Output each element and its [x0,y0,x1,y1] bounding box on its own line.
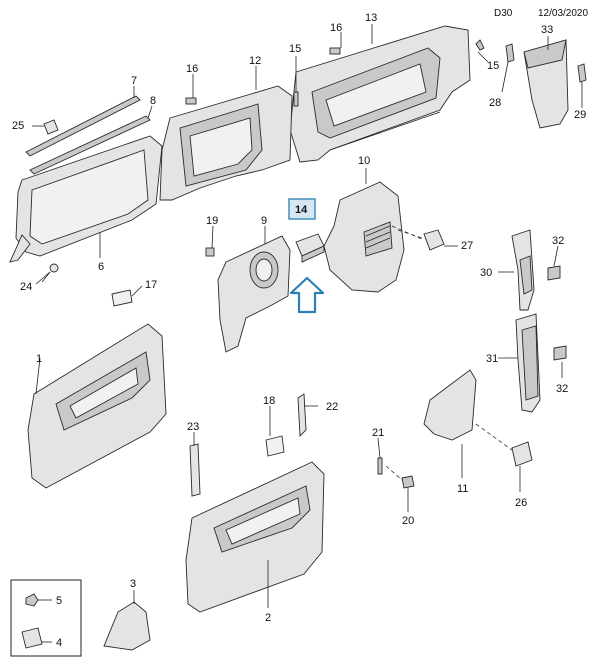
part-14-highlight-box [288,198,316,220]
label-15a: 15 [289,43,301,55]
label-32b: 32 [556,383,568,395]
part-3-bracket[interactable] [103,601,151,651]
label-26: 26 [515,497,527,509]
part-32a-clip[interactable] [547,265,561,281]
label-17: 17 [145,279,157,291]
part-16a-clip[interactable] [185,97,197,105]
part-18-pad[interactable] [265,435,285,457]
part-33-pillar-trim[interactable] [523,39,569,129]
part-labels: 1 2 3 4 5 6 7 8 9 10 11 12 13 14 15 15 1… [12,12,586,649]
label-1: 1 [36,353,42,365]
part-30-pillar[interactable] [511,229,535,311]
label-23: 23 [187,421,199,433]
inset-box [10,579,82,657]
part-12-quarter-trim[interactable] [159,85,293,201]
part-19-clip[interactable] [205,247,215,257]
label-12: 12 [249,55,261,67]
part-7-strip[interactable] [25,95,141,157]
part-20-clip[interactable] [401,475,415,489]
label-18: 18 [263,395,275,407]
label-24: 24 [20,281,32,293]
label-11: 11 [457,483,468,495]
label-30: 30 [480,267,492,279]
part-27-pad[interactable] [423,229,445,251]
part-28-clip[interactable] [505,43,515,63]
part-15b-screw[interactable] [475,39,485,51]
part-32b-clip[interactable] [553,345,567,361]
highlight-arrow-icon [289,276,325,314]
label-29: 29 [574,109,586,121]
label-19: 19 [206,215,218,227]
part-5-screw[interactable] [25,593,39,607]
part-16b-clip[interactable] [329,47,341,55]
leader-lines [32,24,583,643]
part-17-pad[interactable] [111,289,133,307]
label-27: 27 [461,240,473,252]
label-33: 33 [541,24,553,36]
label-25: 25 [12,120,24,132]
label-21: 21 [372,427,384,439]
part-8-strip[interactable] [29,115,151,175]
label-15b: 15 [487,60,499,72]
label-31: 31 [486,353,498,365]
part-1-door-panel[interactable] [27,323,167,489]
label-2: 2 [265,612,271,624]
part-6-window-frame[interactable] [9,135,163,263]
part-9-side-trim[interactable] [217,235,291,353]
part-15a-screw[interactable] [293,91,299,107]
label-3: 3 [130,578,136,590]
label-22: 22 [326,401,338,413]
part-14-pad[interactable] [295,233,325,263]
part-25-clip[interactable] [43,119,59,135]
diagram-code: D30 [494,8,513,19]
part-11-rear-trim[interactable] [423,369,477,441]
part-31-pillar[interactable] [515,313,541,413]
part-2-door-panel[interactable] [185,461,325,613]
part-23-strip[interactable] [189,443,201,497]
diagram-date: 12/03/2020 [538,8,588,19]
label-20: 20 [402,515,414,527]
label-13: 13 [365,12,377,24]
part-26-pad[interactable] [511,441,533,467]
label-28: 28 [489,97,501,109]
part-22-strip[interactable] [297,393,307,438]
part-10-rear-trim[interactable] [323,181,405,293]
label-32a: 32 [552,235,564,247]
part-29-clip[interactable] [577,63,587,83]
label-8: 8 [150,95,156,107]
label-16b: 16 [330,22,342,34]
label-6: 6 [98,261,104,273]
part-21-screw[interactable] [377,457,383,475]
label-5: 5 [56,595,62,607]
label-7: 7 [131,75,137,87]
part-24-fastener[interactable] [41,263,59,283]
part-4-clip[interactable] [21,627,43,649]
label-4: 4 [56,637,62,649]
label-10: 10 [358,155,370,167]
label-16a: 16 [186,63,198,75]
part-13-quarter-trim[interactable] [289,25,471,163]
label-9: 9 [261,215,267,227]
label-14: 14 [295,204,308,216]
